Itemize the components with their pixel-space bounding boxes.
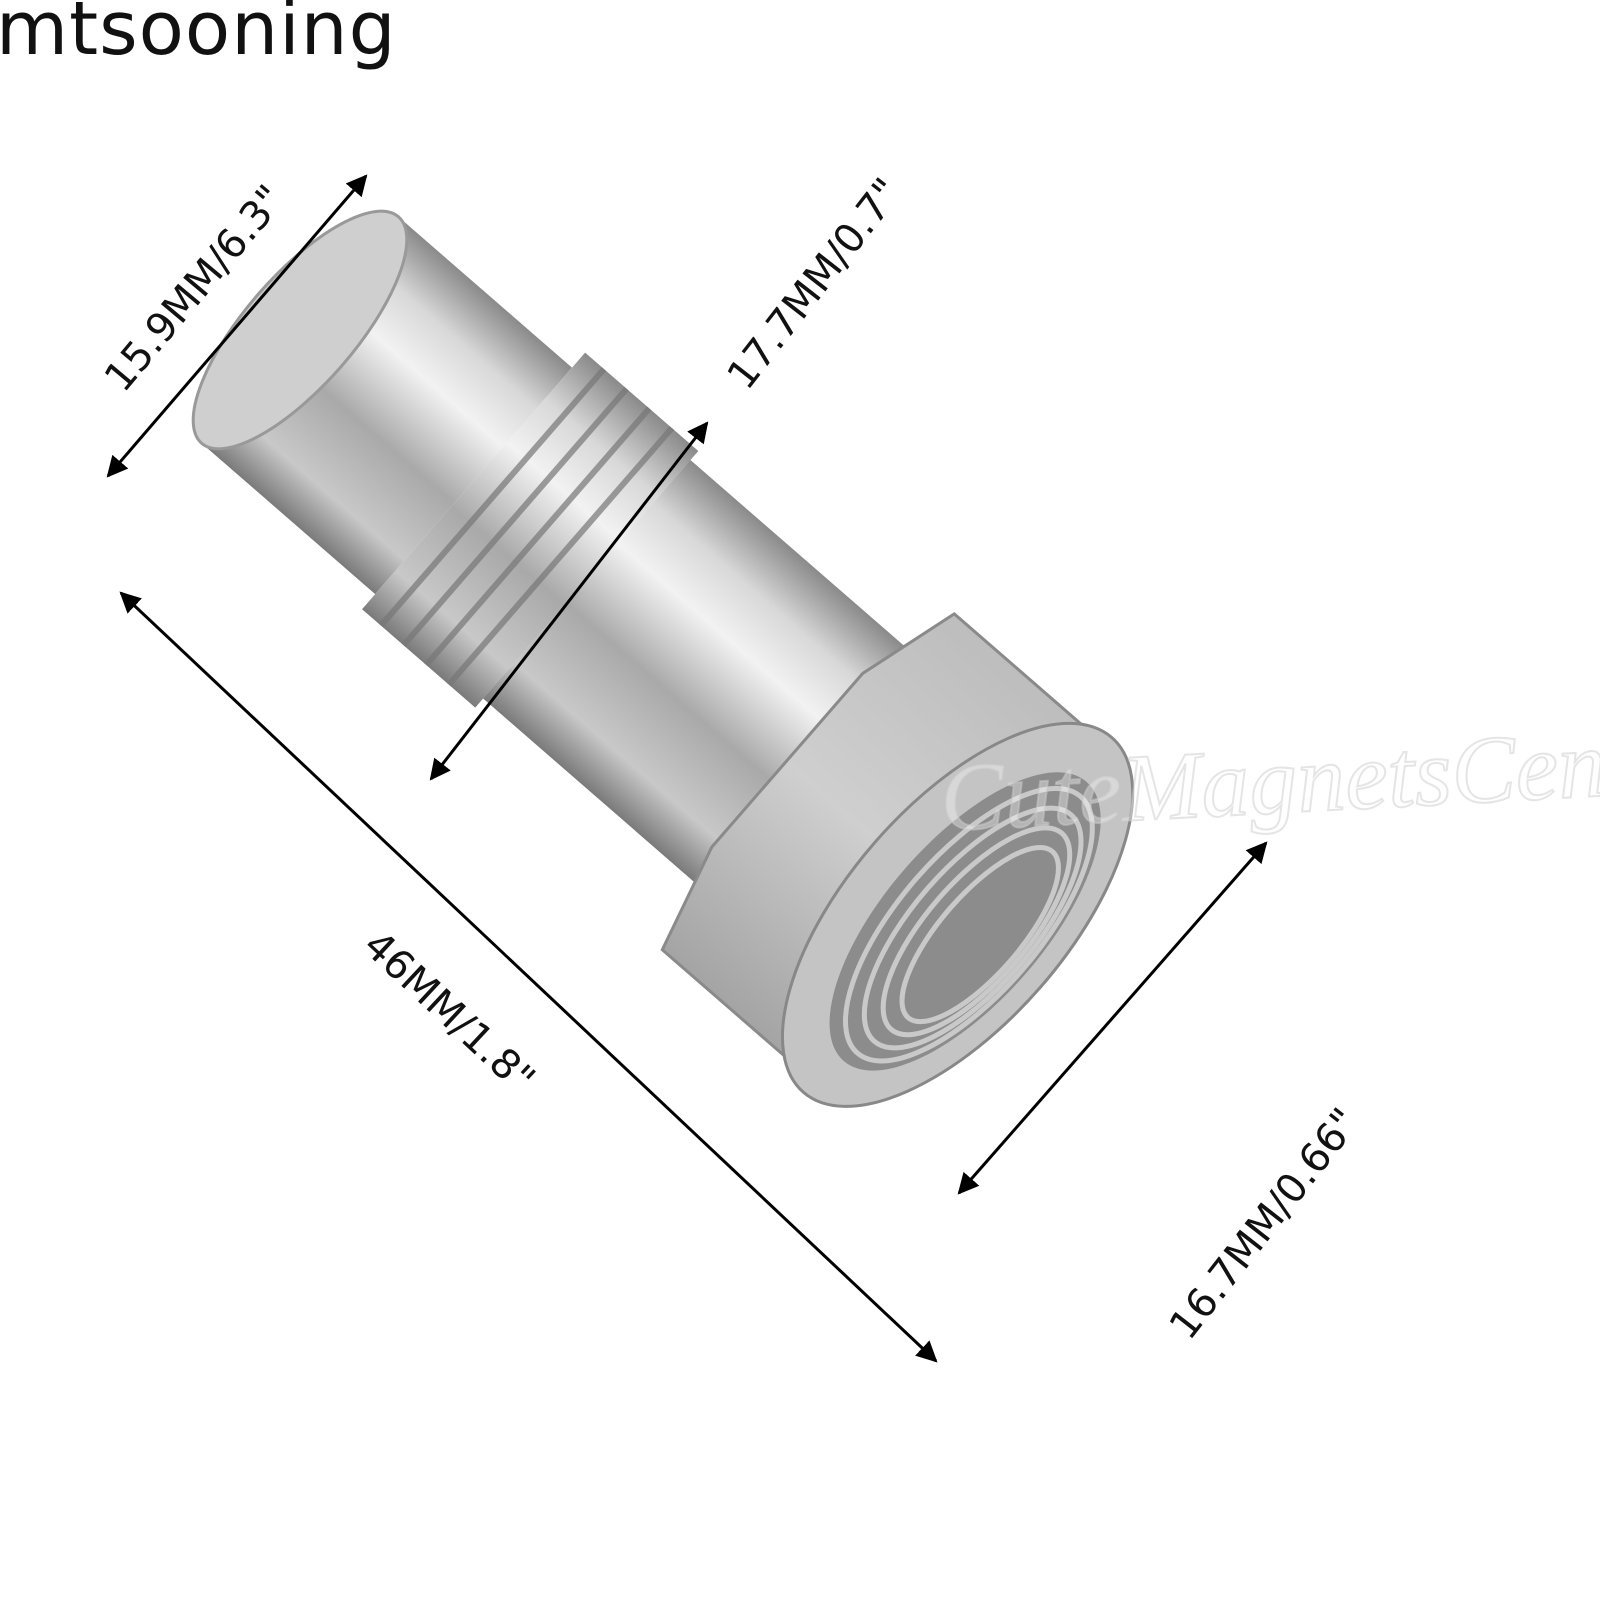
dimension-label-thread: 17.7MM/0.7" — [719, 170, 911, 398]
small-tube — [201, 216, 572, 595]
dimension-label-length: 46MM/1.8" — [354, 922, 543, 1103]
dimension-label-inner: 16.7MM/0.66" — [1161, 1100, 1369, 1348]
dimension-arrow-length — [119, 591, 938, 1363]
dimension-arrow-tube — [106, 174, 368, 478]
fitting — [191, 209, 1135, 1108]
brand-logo: mtsooning — [0, 0, 397, 72]
dimension-arrow-inner — [957, 841, 1268, 1195]
